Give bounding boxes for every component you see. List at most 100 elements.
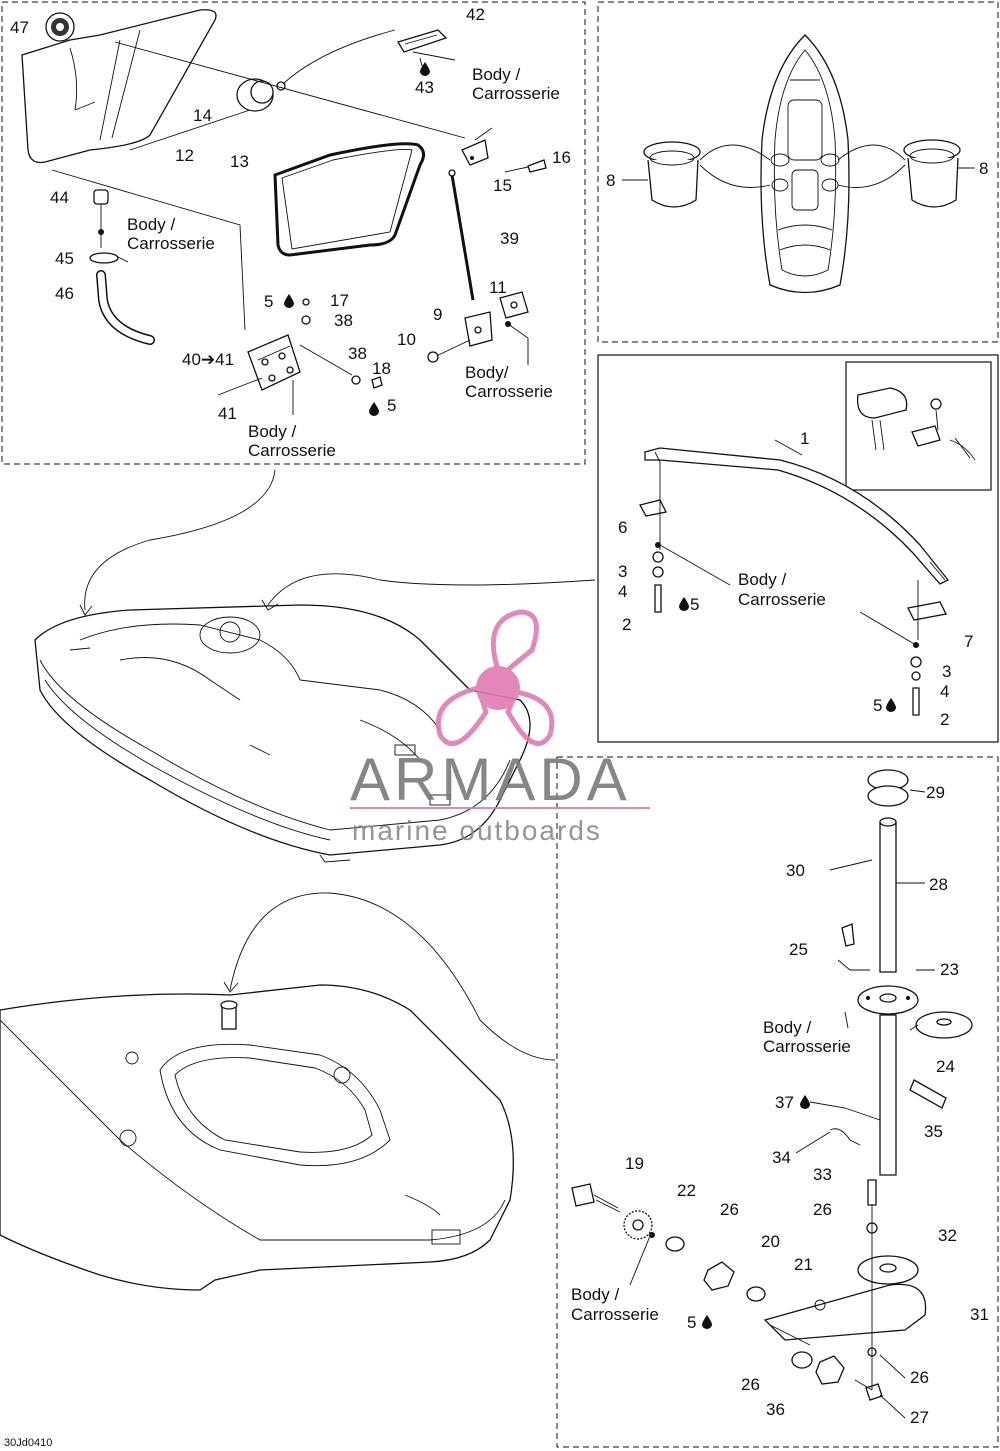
callout-19: 19	[625, 1154, 644, 1173]
callout-15: 15	[493, 176, 512, 195]
drop-icon	[886, 698, 896, 712]
callout-27: 27	[910, 1408, 929, 1427]
callout-24: 24	[936, 1057, 955, 1076]
part-47-sticker	[45, 12, 75, 42]
callout-39: 39	[500, 229, 519, 248]
callout-11: 11	[489, 278, 507, 297]
body-label-bolt-b: Carrosserie	[571, 1305, 659, 1324]
callout-5d: 5	[873, 696, 882, 715]
callout-4a: 4	[618, 582, 627, 601]
body-label-10b: Carrosserie	[465, 382, 553, 401]
body-label-44b: Carrosserie	[127, 234, 215, 253]
part-11-washer	[499, 291, 529, 319]
part-8-cup-holder-right	[903, 139, 961, 208]
callout-5c: 5	[690, 595, 699, 614]
callout-26b: 26	[813, 1200, 832, 1219]
panel-cup-holders: 8 8	[597, 1, 999, 343]
boat-illustration-main	[34, 604, 531, 863]
part-31-arm	[763, 1283, 927, 1346]
body-label-42: Body /	[472, 65, 520, 84]
callout-5b: 5	[387, 396, 396, 415]
callout-5e: 5	[687, 1313, 696, 1332]
callout-28: 28	[929, 875, 948, 894]
body-label-bolt: Body /	[571, 1285, 619, 1304]
callout-35: 35	[924, 1122, 943, 1141]
drawing-code: 30Jd0410	[4, 1437, 52, 1449]
callout-42: 42	[466, 5, 485, 24]
body-label-42b: Carrosserie	[472, 84, 560, 103]
body-label-1b: Carrosserie	[738, 590, 826, 609]
callout-22: 22	[677, 1181, 696, 1200]
panel-column: Body / Carrosserie Body / Carrosserie 29…	[556, 756, 999, 1448]
callout-45: 45	[55, 249, 74, 268]
body-label-44: Body /	[127, 215, 175, 234]
boat-illustration-deck	[0, 984, 514, 1291]
callout-31: 31	[970, 1305, 989, 1324]
callout-33: 33	[813, 1165, 832, 1184]
callout-36: 36	[766, 1400, 785, 1419]
part-26-washer-b	[791, 1351, 813, 1369]
part-30-pin	[829, 859, 873, 871]
part-44-cap	[93, 189, 109, 205]
callout-8-left: 8	[606, 171, 615, 190]
part-28-tube	[879, 817, 897, 973]
part-25-screw	[841, 923, 855, 947]
part-36-nut	[815, 1355, 845, 1385]
callout-23: 23	[940, 960, 959, 979]
callout-29: 29	[926, 783, 945, 802]
body-label-41b: Carrosserie	[248, 441, 336, 460]
body-label-column: Body /	[763, 1018, 811, 1037]
callout-1: 1	[800, 429, 809, 448]
body-label-41: Body /	[248, 422, 296, 441]
callout-5a: 5	[264, 292, 273, 311]
callout-12: 12	[175, 146, 194, 165]
callout-46: 46	[55, 284, 74, 303]
part-10-pin	[427, 339, 471, 363]
part-8-cup-holder-left	[643, 141, 701, 208]
part-7-pad	[907, 601, 947, 621]
callout-41: 41	[218, 404, 237, 423]
part-33-bolt	[867, 1179, 877, 1206]
callout-14: 14	[193, 106, 212, 125]
drop-icon	[284, 294, 294, 308]
callout-10: 10	[397, 330, 416, 349]
callout-26c: 26	[741, 1375, 760, 1394]
part-45-clamp	[89, 252, 129, 264]
part-6-pad	[639, 499, 667, 517]
callout-20: 20	[761, 1232, 780, 1251]
boat-top-view	[760, 34, 850, 294]
callout-3a: 3	[618, 562, 627, 581]
watermark-brand: ARMADA	[350, 746, 631, 813]
watermark: ARMADA marine outboards	[350, 609, 650, 846]
part-17-screw	[302, 298, 310, 306]
part-16-screw	[504, 159, 547, 173]
part-39-strut	[448, 169, 475, 301]
part-12-panel	[21, 9, 217, 164]
part-34-clip	[829, 1128, 861, 1146]
inset-bumper	[856, 387, 976, 461]
part-22-gear-washer	[623, 1210, 653, 1240]
callout-34: 34	[772, 1148, 791, 1167]
column-shaft	[879, 1014, 897, 1176]
part-21-washer	[746, 1286, 766, 1302]
callout-4b: 4	[940, 682, 949, 701]
callout-38a: 38	[334, 311, 353, 330]
body-label-column-b: Carrosserie	[763, 1037, 851, 1056]
callout-26a: 26	[720, 1200, 739, 1219]
part-41-hinge	[217, 334, 301, 396]
callout-2b: 2	[940, 710, 949, 729]
drop-icon	[800, 1095, 810, 1109]
callout-32: 32	[938, 1226, 957, 1245]
callout-37: 37	[775, 1093, 794, 1112]
callout-3b: 3	[942, 662, 951, 681]
callout-18: 18	[372, 359, 391, 378]
callout-17: 17	[330, 291, 349, 310]
callout-2a: 2	[622, 615, 631, 634]
callout-26d: 26	[910, 1368, 929, 1387]
callout-30: 30	[786, 861, 805, 880]
callout-38b: 38	[348, 344, 367, 363]
callout-47: 47	[10, 18, 29, 37]
callout-25: 25	[789, 940, 808, 959]
part-19-bolt	[571, 1183, 621, 1213]
